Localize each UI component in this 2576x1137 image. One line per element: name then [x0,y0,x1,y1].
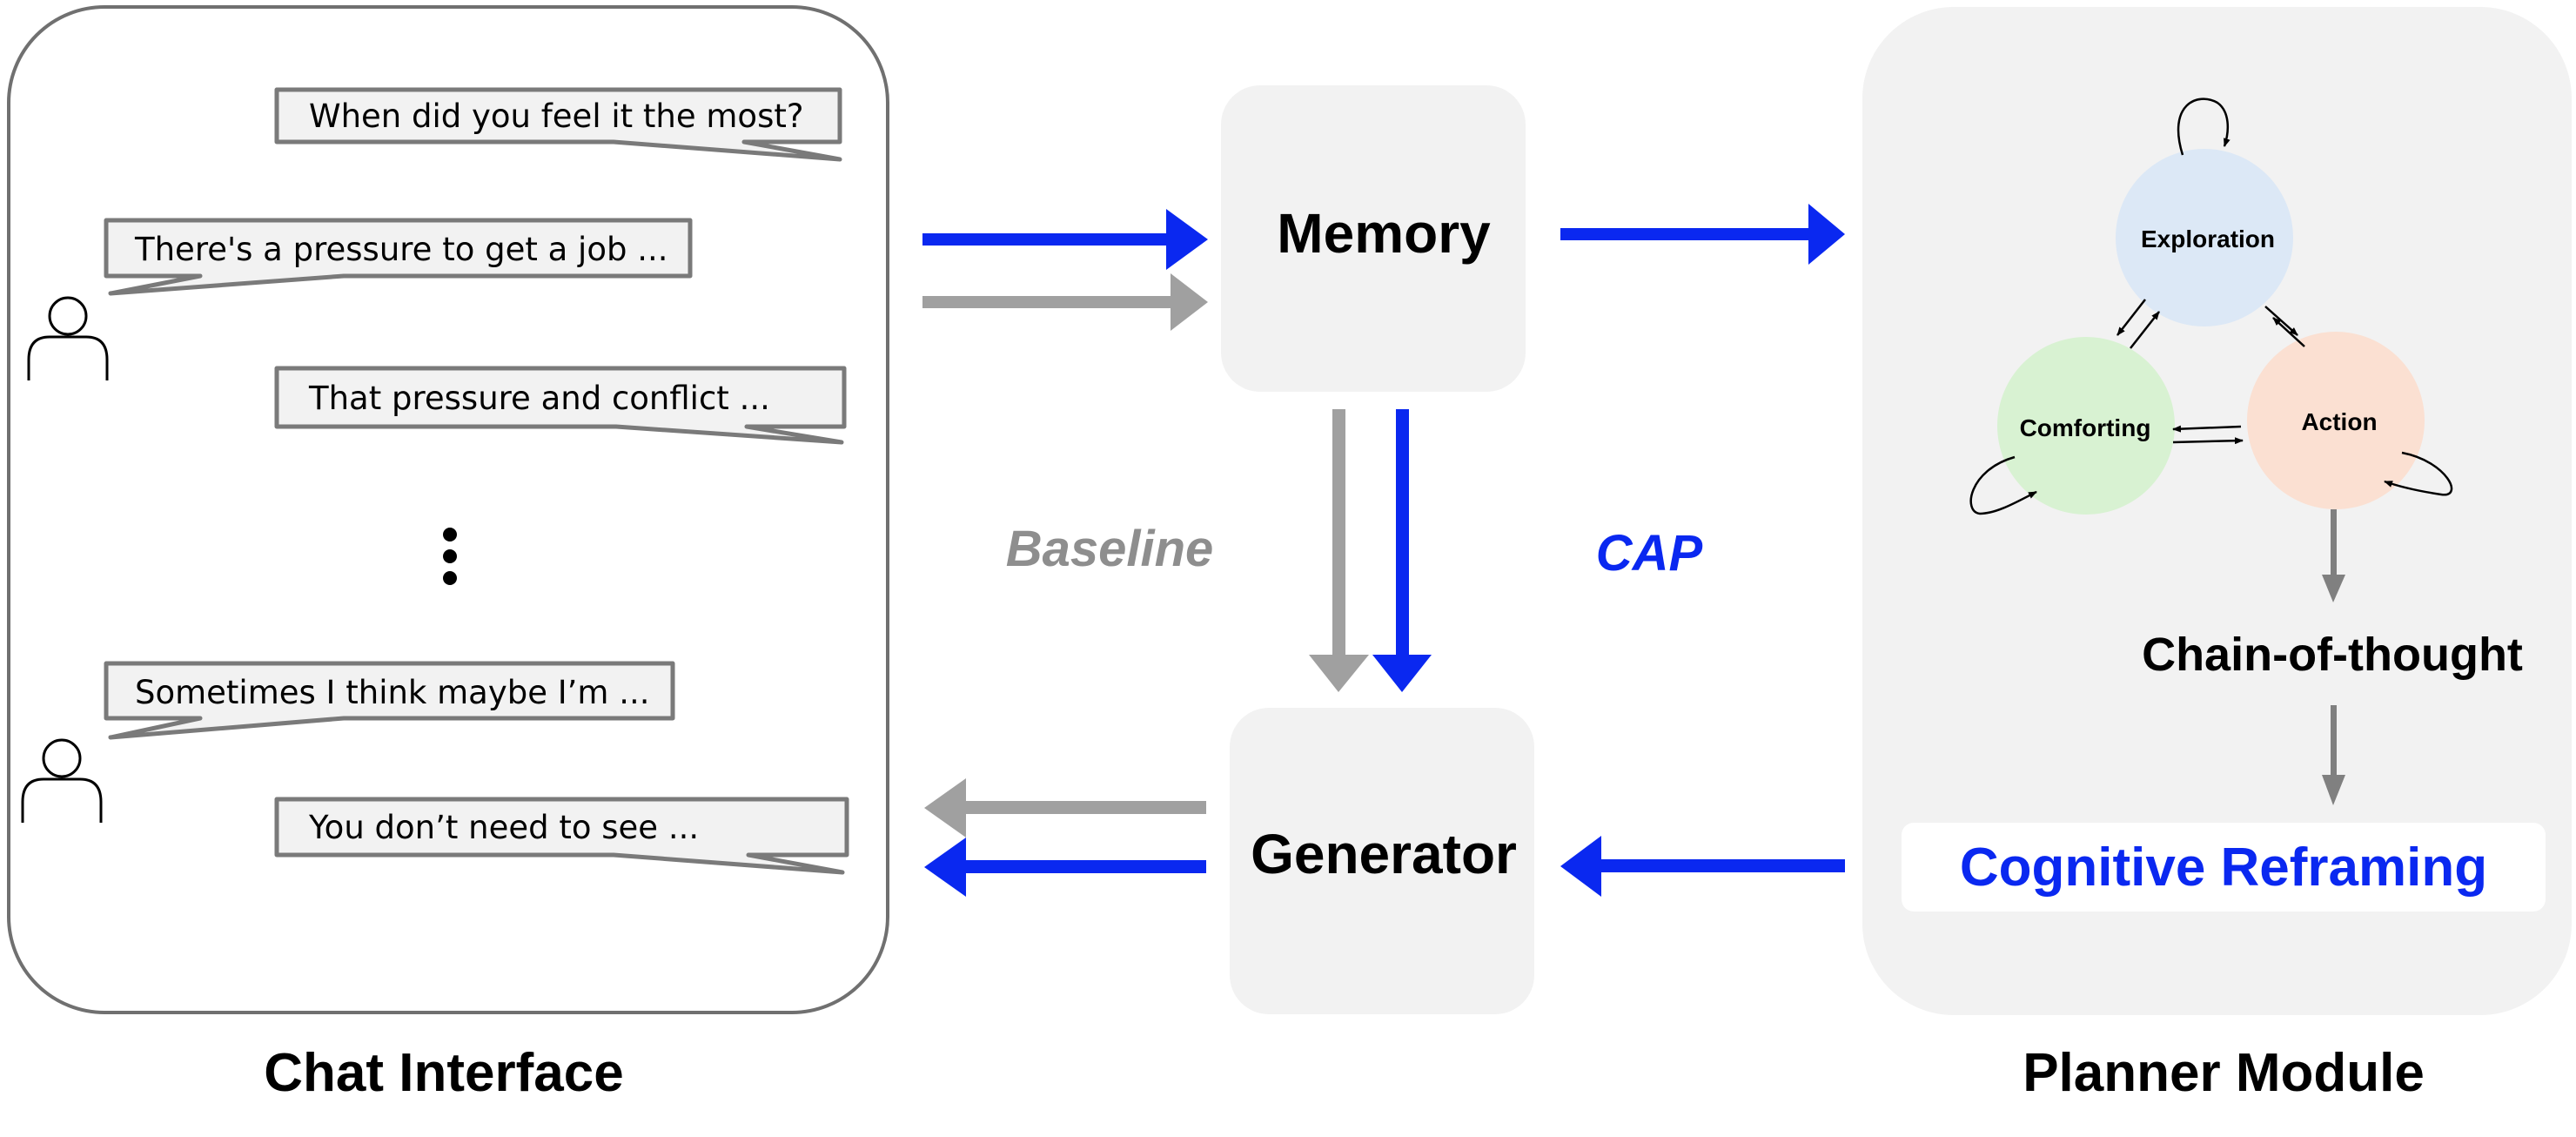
chat-message-text: Sometimes I think maybe I’m ... [135,674,650,711]
comforting-label: Comforting [2020,414,2151,441]
comforting-state [1997,337,2175,515]
chat-bubble-assistant: You don’t need to see ... [274,797,849,875]
memory-box [1221,85,1526,392]
chat-bubble-user: Sometimes I think maybe I’m ... [104,661,675,740]
chat-message-text: There's a pressure to get a job ... [134,231,668,268]
baseline-arrow-generator-to-chat [924,778,1206,838]
planner-module-title: Planner Module [2023,1043,2425,1103]
chat-message-text: That pressure and conflict ... [308,380,770,417]
chat-bubble-assistant: When did you feel it the most? [274,87,842,162]
cap-arrow-memory-to-generator [1372,409,1432,692]
cap-label: CAP [1596,525,1703,582]
self-loop-arrows [1969,98,2453,515]
generator-label: Generator [1251,823,1517,885]
cap-arrow-planner-to-generator [1560,836,1845,897]
chat-interface-title: Chat Interface [264,1043,623,1103]
planner-module-panel [1862,7,2572,1015]
exploration-state [2116,149,2293,326]
cap-arrow-chat-to-memory [922,209,1208,270]
action-label: Action [2301,408,2377,435]
cap-arrow-memory-to-planner [1560,204,1845,265]
cap-arrow-generator-to-chat [924,838,1206,897]
arrow-action-to-cot [2322,509,2345,602]
user-avatar-icon [27,296,109,380]
exploration-label: Exploration [2141,225,2275,252]
arrow-cot-to-reframing [2322,705,2345,805]
more-messages-ellipsis [443,528,457,585]
chain-of-thought-label: Chain-of-thought [2142,629,2523,681]
baseline-arrow-memory-to-generator [1309,409,1369,692]
chat-bubble-user: There's a pressure to get a job ... [104,218,693,296]
chat-message-text: When did you feel it the most? [309,98,804,135]
state-transition-arrows [2116,299,2305,445]
cognitive-reframing-label: Cognitive Reframing [1960,838,2487,898]
user-avatar-icon [21,738,103,823]
action-state [2247,332,2425,509]
baseline-arrow-chat-to-memory [922,273,1208,331]
baseline-label: Baseline [1006,521,1214,577]
generator-box [1230,708,1534,1014]
chat-message-text: You don’t need to see ... [308,809,699,846]
chat-bubble-assistant: That pressure and conflict ... [274,366,847,445]
memory-label: Memory [1277,202,1491,265]
cognitive-reframing-box [1902,823,2546,912]
